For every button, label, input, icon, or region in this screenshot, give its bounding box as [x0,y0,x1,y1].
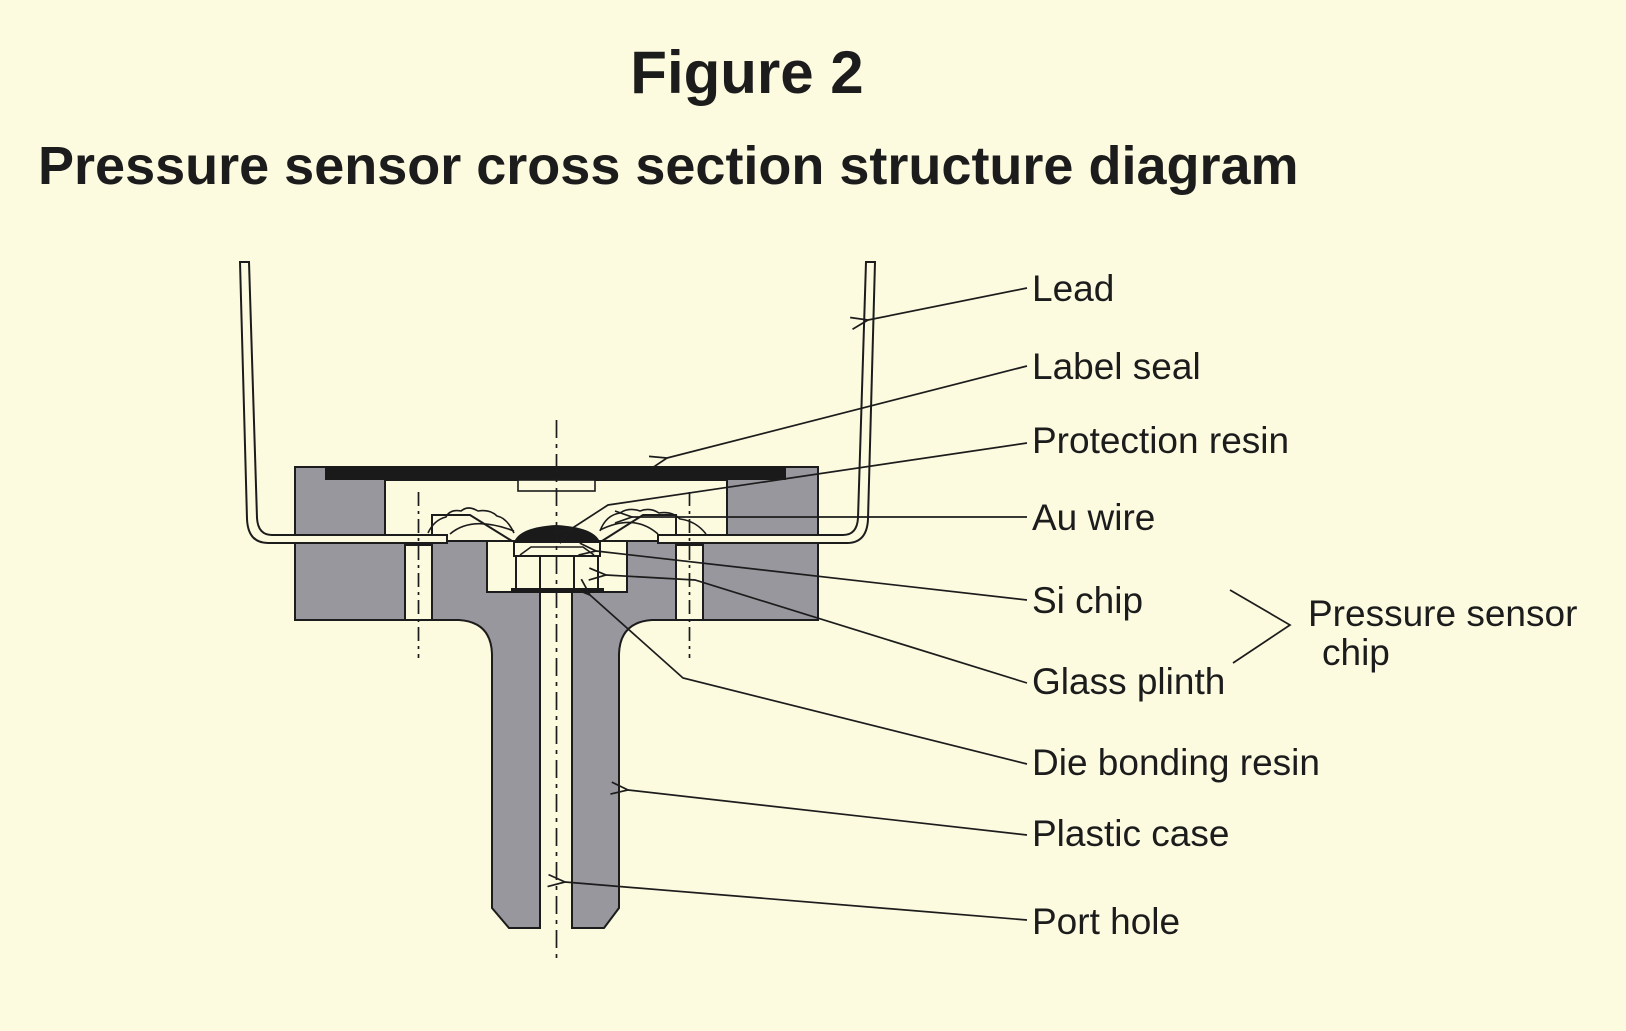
callout-label-glass-plinth: Glass plinth [1032,661,1225,702]
callout-label-die-bonding-resin: Die bonding resin [1032,742,1320,783]
label-seal-part [325,466,786,480]
group-label-line1: Pressure sensor [1308,593,1577,634]
leader-label-seal [648,365,1028,469]
figure-title: Figure 2 [630,39,863,106]
leader-glass-plinth [588,567,1028,684]
leader-die-bonding-resin [572,578,1028,765]
recess-wall-right [601,514,677,542]
leader-si-chip [578,542,1028,601]
leader-lead [850,287,1028,330]
group-label-line2: chip [1322,632,1390,673]
callout-label-port-hole: Port hole [1032,901,1180,942]
lead-left [238,261,448,544]
die-bonding-resin-part [511,588,604,593]
figure-subtitle: Pressure sensor cross section structure … [38,136,1299,196]
callout-label-lead: Lead [1032,268,1114,309]
leader-port-hole [547,873,1028,921]
callout-label-protection-resin: Protection resin [1032,420,1289,461]
au-wire-left [449,522,515,535]
leader-protection-resin [553,442,1028,544]
callout-label-au-wire: Au wire [1032,497,1155,538]
leader-plastic-case [610,781,1028,836]
callout-label-si-chip: Si chip [1032,580,1143,621]
lead-right [657,261,877,544]
pressure-sensor-chip-bracket [1229,589,1292,664]
callout-label-label-seal: Label seal [1032,346,1201,387]
wire-gel-left [427,507,515,534]
callout-label-plastic-case: Plastic case [1032,813,1229,854]
